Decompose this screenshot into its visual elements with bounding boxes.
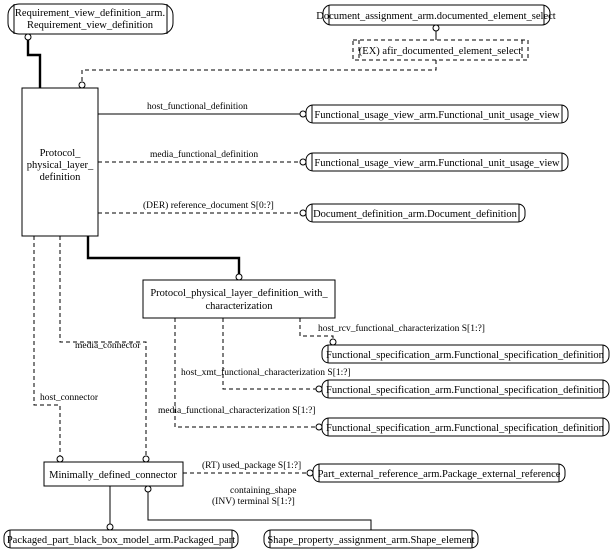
entity-functional-specification-definition-3[interactable]: Functional_specification_arm.Functional_… [321, 417, 610, 437]
entity-package-external-reference[interactable]: Part_external_reference_arm.Package_exte… [312, 463, 566, 483]
relation-host-xmt-functional-characterization: host_xmt_functional_characterization S[1… [181, 318, 351, 393]
entity-label: Functional_specification_arm.Functional_… [326, 385, 605, 396]
endpoint-circle [299, 110, 307, 118]
entity-label: Document_assignment_arm.documented_eleme… [316, 11, 555, 22]
entity-protocol-physical-layer-with-characterization[interactable]: Protocol_physical_layer_definition_with_… [142, 279, 336, 319]
entity-functional-specification-definition-1[interactable]: Functional_specification_arm.Functional_… [321, 344, 610, 364]
entity-label: physical_layer_ [27, 160, 94, 171]
entity-label: (EX) afir_documented_element_select [359, 46, 521, 57]
relation-label: (RT) used_package S[1:?] [202, 460, 301, 471]
relation-label: media_functional_characterization S[1:?] [158, 405, 315, 416]
relation-containing-shape-terminal: containing_shape (INV) terminal S[1:?] [144, 485, 372, 530]
entity-label: Document_definition_arm.Document_definit… [313, 209, 518, 220]
entity-minimally-defined-connector[interactable]: Minimally_defined_connector [43, 461, 184, 487]
entity-packaged-part[interactable]: Packaged_part_black_box_model_arm.Packag… [3, 529, 239, 549]
relation-host-connector: host_connector [33, 236, 99, 463]
endpoint-circle [144, 485, 152, 493]
entity-document-definition[interactable]: Document_definition_arm.Document_definit… [305, 203, 526, 223]
endpoint-circle [235, 273, 243, 281]
entity-label: characterization [205, 301, 273, 312]
relation-label: host_functional_definition [147, 101, 248, 112]
endpoint-circle [315, 385, 323, 393]
endpoint-circle [315, 423, 323, 431]
subtype-line-requirement-to-protocol [24, 33, 42, 88]
relation-media-functional-definition: media_functional_definition [98, 149, 307, 166]
relation-label: host_xmt_functional_characterization S[1… [181, 367, 351, 378]
endpoint-circle [24, 33, 32, 41]
entity-label: Functional_usage_view_arm.Functional_uni… [314, 110, 560, 121]
entity-label: definition [40, 172, 82, 183]
entity-label: Protocol_ [40, 148, 82, 159]
relation-media-connector: media_connector [59, 236, 150, 463]
entity-shape-element[interactable]: Shape_property_assignment_arm.Shape_elem… [263, 529, 479, 549]
relation-host-rcv-functional-characterization: host_rcv_functional_characterization S[1… [299, 318, 485, 346]
entity-label: Functional_specification_arm.Functional_… [326, 423, 605, 434]
entity-label: Functional_specification_arm.Functional_… [326, 350, 605, 361]
entity-protocol-physical-layer-definition[interactable]: Protocol_ physical_layer_ definition [21, 87, 99, 237]
entity-functional-specification-definition-2[interactable]: Functional_specification_arm.Functional_… [321, 379, 610, 399]
endpoint-circle [299, 158, 307, 166]
entity-requirement-view-definition[interactable]: Requirement_view_definition_arm. Require… [7, 3, 174, 35]
relation-label: containing_shape [230, 486, 296, 496]
entity-label: Protocol_physical_layer_definition_with_ [150, 288, 328, 299]
relation-connector-to-packaged-part [106, 486, 114, 531]
entity-label: Requirement_view_definition_arm. [15, 8, 165, 19]
entity-label: Minimally_defined_connector [49, 470, 177, 481]
endpoint-circle [78, 81, 86, 89]
endpoint-circle [56, 455, 64, 463]
endpoint-circle [106, 523, 114, 531]
relation-label: host_rcv_functional_characterization S[1… [318, 323, 485, 334]
entity-label: Shape_property_assignment_arm.Shape_elem… [267, 535, 474, 546]
entity-functional-unit-usage-view-2[interactable]: Functional_usage_view_arm.Functional_uni… [305, 152, 569, 172]
entity-label: Functional_usage_view_arm.Functional_uni… [314, 158, 560, 169]
endpoint-circle [299, 209, 307, 217]
relation-label: media_connector [75, 341, 141, 351]
relation-label: (INV) terminal S[1:?] [212, 496, 295, 507]
relation-used-package: (RT) used_package S[1:?] [183, 460, 314, 477]
relation-label: media_functional_definition [150, 149, 258, 160]
relation-media-functional-characterization: media_functional_characterization S[1:?] [158, 318, 323, 431]
subtype-line-protocol-to-characterization [86, 236, 243, 281]
relation-host-functional-definition: host_functional_definition [98, 101, 307, 118]
endpoint-circle [432, 24, 440, 32]
entity-functional-unit-usage-view-1[interactable]: Functional_usage_view_arm.Functional_uni… [305, 104, 569, 124]
entity-label: Packaged_part_black_box_model_arm.Packag… [7, 535, 235, 546]
endpoint-circle [306, 469, 314, 477]
line-document-assignment-to-afir [432, 24, 440, 40]
relation-label: (DER) reference_document S[0:?] [143, 200, 274, 211]
endpoint-circle [142, 455, 150, 463]
entity-label: Requirement_view_definition [27, 20, 154, 31]
entity-label: Part_external_reference_arm.Package_exte… [318, 469, 561, 480]
line-afir-to-protocol [78, 60, 437, 89]
entity-afir-documented-element-select[interactable]: (EX) afir_documented_element_select [352, 39, 529, 61]
endpoint-circle [329, 338, 337, 346]
entity-document-assignment-select[interactable]: Document_assignment_arm.documented_eleme… [316, 4, 556, 26]
relation-label: host_connector [40, 393, 99, 403]
relation-reference-document: (DER) reference_document S[0:?] [98, 200, 307, 217]
